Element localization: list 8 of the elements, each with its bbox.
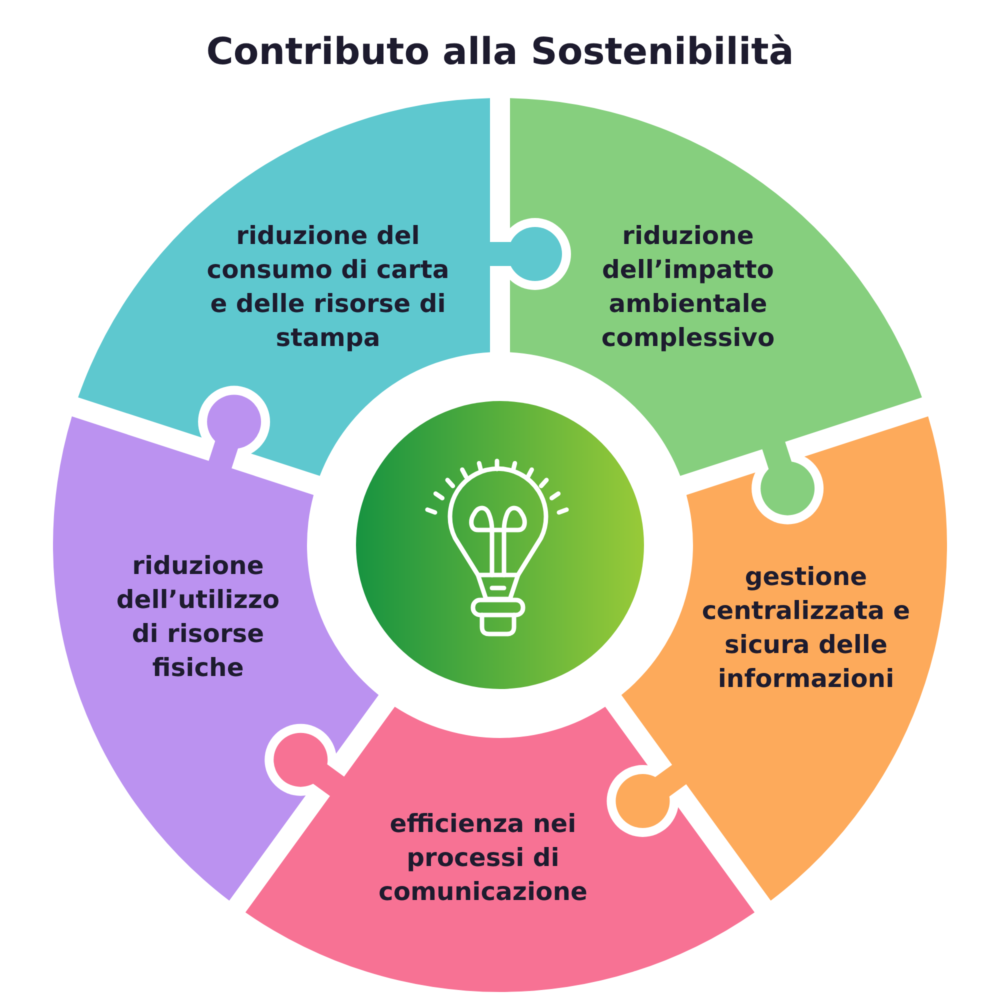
segment-text: efficienza nei processi di comunicazione bbox=[378, 808, 588, 908]
segment-text: riduzione dell’utilizzo di risorse fisiche bbox=[115, 550, 281, 684]
segment-text: gestione centralizzata e sicura delle informazioni bbox=[700, 561, 912, 695]
puzzle-piece bbox=[245, 706, 755, 992]
segment-text: riduzione dell’impatto ambientale complessivo bbox=[600, 220, 776, 354]
segment-text: riduzione del consumo di carta e delle risorse di stampa bbox=[206, 220, 450, 354]
puzzle-piece bbox=[53, 394, 379, 901]
diagram-title: Contributo alla Sostenibilità bbox=[206, 29, 794, 75]
